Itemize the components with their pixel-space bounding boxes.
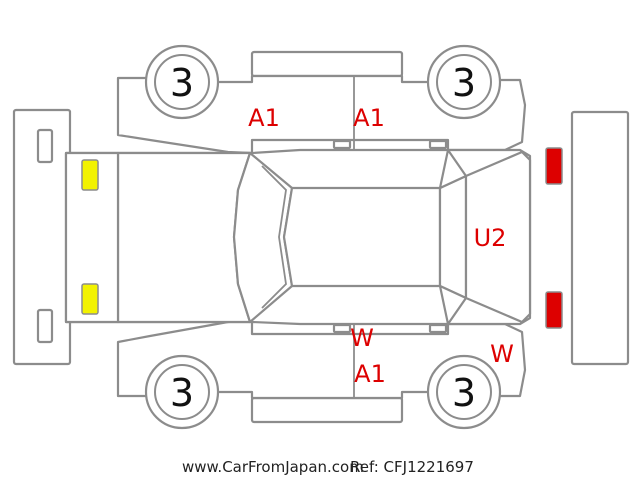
front-left-lamp: [81, 159, 99, 191]
front-bumper-vent-top: [36, 128, 54, 164]
right-side-skirt: [250, 396, 404, 424]
wheel-rear-right: 3: [426, 354, 502, 430]
rear-right-lamp: [545, 291, 563, 329]
right-front-door-handle: [332, 323, 352, 334]
rear-pillar-right: [438, 284, 468, 326]
rear-bumper: [570, 110, 630, 366]
front-bumper: [12, 108, 72, 366]
trunk: [464, 150, 532, 324]
front-right-lamp: [81, 283, 99, 315]
front-bumper-vent-bottom: [36, 308, 54, 344]
right-rear-door-handle: [428, 323, 448, 334]
damage-code-right-quarter-w: W: [490, 340, 514, 368]
footer-site: www.CarFromJapan.com: [182, 458, 364, 476]
wheel-front-left: 3: [144, 44, 220, 120]
wheel-rear-left-grade: 3: [452, 61, 476, 105]
rear-window: [438, 174, 468, 300]
wheel-front-right-grade: 3: [170, 371, 194, 415]
wheel-rear-right-grade: 3: [452, 371, 476, 415]
rear-pillar-left: [438, 148, 468, 190]
footer-ref: Ref: CFJ1221697: [350, 458, 474, 476]
damage-code-left-front-door: A1: [248, 104, 280, 132]
left-side-skirt: [250, 50, 404, 78]
wheel-rear-left: 3: [426, 44, 502, 120]
damage-code-right-door-a: A1: [354, 360, 386, 388]
wheel-front-left-grade: 3: [170, 61, 194, 105]
damage-code-right-door-w: W: [350, 324, 374, 352]
wheel-front-right: 3: [144, 354, 220, 430]
left-rear-door-handle: [428, 139, 448, 150]
damage-code-left-rear-door: A1: [353, 104, 385, 132]
left-front-door-handle: [332, 139, 352, 150]
damage-code-rear-window: U2: [474, 224, 507, 252]
hood: [116, 151, 252, 324]
roof: [282, 186, 442, 288]
rear-left-lamp: [545, 147, 563, 185]
